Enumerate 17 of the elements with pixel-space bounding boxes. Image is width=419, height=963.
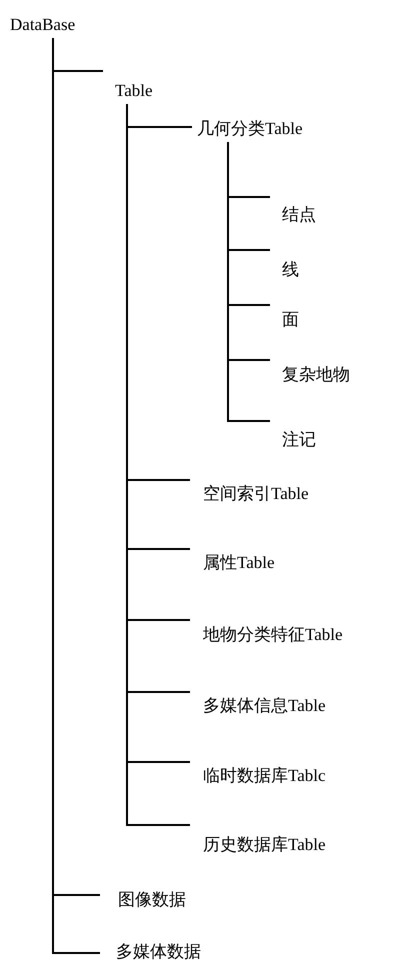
node-label: 空间索引Table [190,475,309,504]
node-label: 线 [270,245,299,280]
node-label: 历史数据库Table [190,820,326,855]
node-label: 结点 [270,192,316,225]
connector-line [227,142,270,422]
node-label: 复杂地物 [270,355,350,385]
node-label: 属性Table [190,544,275,573]
node-label: 图像数据 [100,890,186,910]
node-label: 临时数据库Tablc [190,757,326,786]
node-label: 注记 [270,416,316,450]
node-label: 多媒体数据 [100,942,201,962]
node-label: Table [103,66,153,101]
node-label: 面 [270,300,299,330]
node-label: DataBase [10,15,76,35]
node-label: 地物分类特征Table [190,615,343,645]
node-label: 多媒体信息Table [190,687,326,716]
node-label: 几何分类Table [192,119,303,139]
